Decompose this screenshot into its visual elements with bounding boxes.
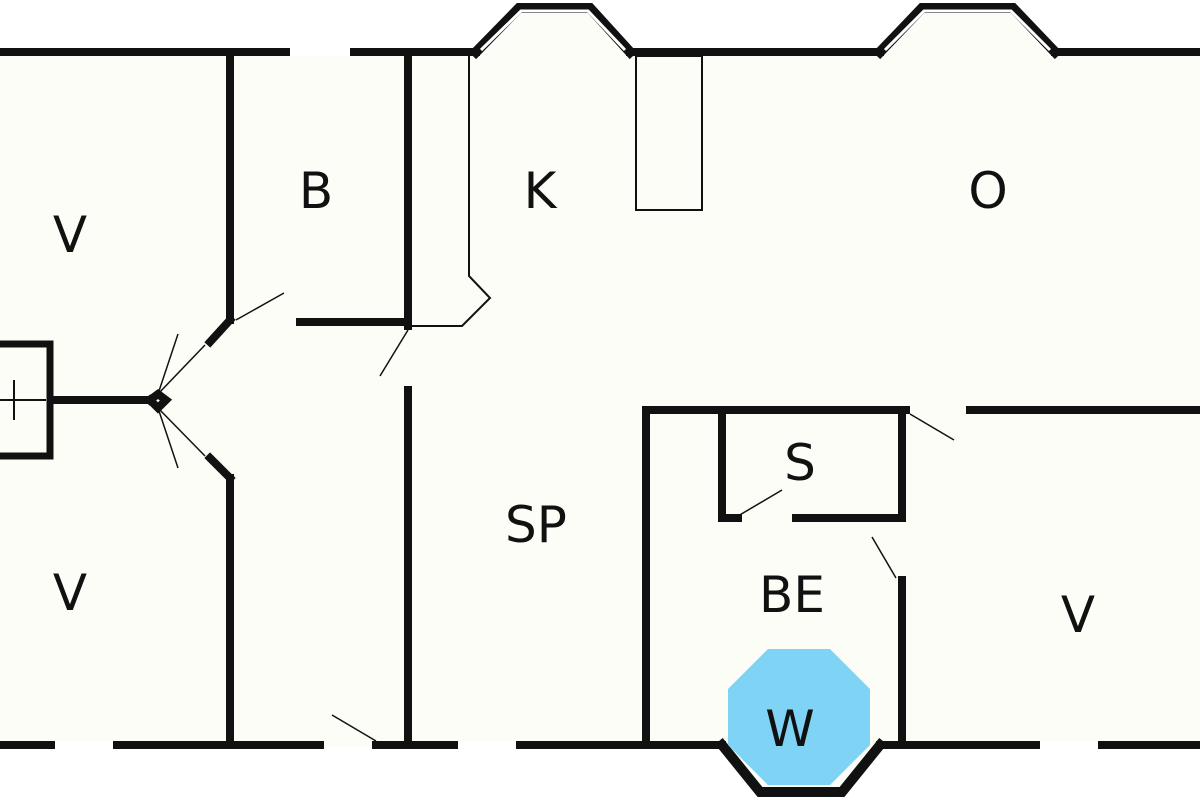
washer-marker: W bbox=[728, 649, 870, 785]
room-label-bedroom-bottom-right: V bbox=[1061, 586, 1095, 644]
bay-window-floor-right bbox=[880, 8, 1055, 52]
floor-fill bbox=[0, 52, 1200, 747]
room-label-storage: S bbox=[784, 434, 816, 492]
bay-window-bottom bbox=[714, 737, 888, 797]
bay-window-left bbox=[468, 3, 638, 60]
room-label-bedroom-top-left: V bbox=[53, 206, 87, 264]
room-label-bathroom: B bbox=[299, 162, 333, 220]
stove-box bbox=[0, 340, 54, 460]
washer-marker-octagon bbox=[728, 649, 870, 785]
room-label-bedroom-bottom-left: V bbox=[53, 564, 87, 622]
room-label-kitchen: K bbox=[524, 162, 558, 220]
room-label-living: O bbox=[968, 162, 1007, 220]
bay-window-right bbox=[872, 3, 1063, 60]
exterior-wall-top bbox=[0, 48, 1200, 56]
interior-walls-center bbox=[379, 52, 412, 745]
kitchen-counter bbox=[412, 55, 703, 327]
interior-walls-left bbox=[0, 52, 410, 745]
room-label-dining: SP bbox=[505, 496, 567, 554]
room-label-utility: BE bbox=[759, 566, 825, 624]
washer-marker-label: W bbox=[765, 700, 814, 758]
exterior-wall-bottom bbox=[0, 714, 1200, 749]
interior-walls-right bbox=[642, 406, 1200, 745]
